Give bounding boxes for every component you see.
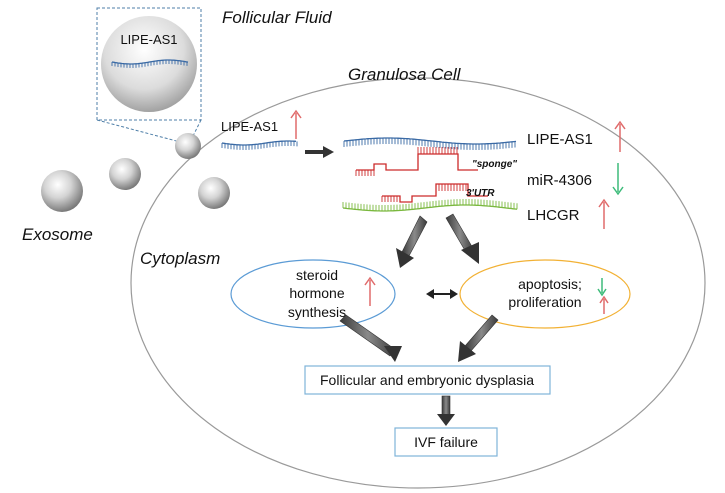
granulosa-cell-label: Granulosa Cell [348,65,462,84]
arrow-dysplasia-to-ivf [437,395,455,426]
cell-rna-strand [221,140,298,150]
steroid-line-2: hormone [289,285,344,301]
steroid-line-3: synthesis [288,304,346,320]
ivf-failure-label: IVF failure [414,434,478,450]
arrow-steroid-to-dysplasia [339,314,402,362]
apoptosis-label: apoptosis; [518,276,582,292]
mir-4306-down-arrow [612,163,624,196]
follicular-fluid-label: Follicular Fluid [222,8,332,27]
steroid-line-1: steroid [296,267,338,283]
exosome-label: Exosome [22,225,93,244]
inset-rna-strand [111,59,189,68]
arrow-to-apoptosis [445,213,479,264]
proliferation-label: proliferation [508,294,581,310]
lipe-as1-strand [343,137,517,150]
lhcgr-up-arrow [598,198,610,229]
steroid-hormone-ellipse [230,259,396,329]
arrow-apoptosis-to-dysplasia [458,314,499,362]
dysplasia-box [304,365,551,395]
steroid-up-arrow [364,276,376,306]
arrow-to-steroid [396,215,428,268]
cell-membrane [130,77,706,489]
lipe-as1-label: LIPE-AS1 [527,131,593,148]
cell-lncrna-label: LIPE-AS1 [221,119,278,134]
lipe-as1-up-arrow [614,120,626,152]
apoptosis-ellipse [459,259,631,329]
inset-lncrna-label: LIPE-AS1 [120,32,177,47]
exosome-large [101,16,197,112]
exosome-inset: LIPE-AS1 [96,7,202,144]
transition-arrow [305,146,334,158]
lhcgr-label: LHCGR [527,207,580,224]
inset-box [96,7,202,121]
bidirectional-arrow [426,289,458,299]
proliferation-up-arrow [599,295,609,314]
sponge-annotation: "sponge" [472,159,517,170]
lhcgr-strand [342,199,518,212]
cell-lncrna-up-arrow [290,109,302,139]
ivf-failure-box [394,427,498,457]
inset-connector-left [96,119,185,144]
cytoplasm-label: Cytoplasm [140,249,220,268]
apoptosis-down-arrow [597,278,607,297]
exosome-small-3 [198,177,230,209]
utr-annotation: 3'UTR [466,188,495,199]
dysplasia-label: Follicular and embryonic dysplasia [320,372,534,388]
mir-4306-strand [355,147,488,203]
exosome-docked [175,133,201,159]
exosome-small-1 [109,158,141,190]
mir-4306-label: miR-4306 [527,172,592,189]
exosome-small-2 [41,170,83,212]
